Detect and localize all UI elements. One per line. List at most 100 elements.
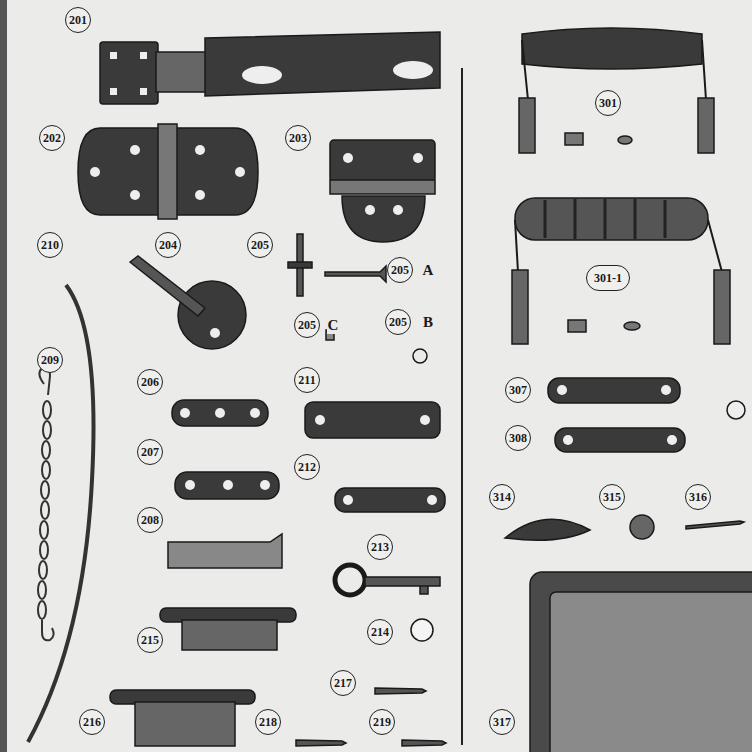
hole bbox=[215, 408, 225, 418]
callout-number: 316 bbox=[685, 484, 711, 510]
callout-number: 209 bbox=[37, 347, 63, 373]
spring-strip bbox=[28, 285, 94, 742]
hole bbox=[195, 145, 205, 155]
hole bbox=[110, 52, 117, 59]
hole bbox=[250, 408, 260, 418]
hole bbox=[365, 205, 375, 215]
knob bbox=[630, 515, 654, 539]
callout-number: 201 bbox=[65, 7, 91, 33]
callout-number: 205 bbox=[387, 257, 413, 283]
hole bbox=[260, 480, 270, 490]
hinge-leaf bbox=[78, 128, 160, 215]
hole bbox=[315, 415, 325, 425]
hole bbox=[140, 88, 147, 95]
hole bbox=[413, 153, 423, 163]
callout-number: 206 bbox=[137, 369, 163, 395]
hole bbox=[235, 167, 245, 177]
callout-number: 205 bbox=[294, 312, 320, 338]
callout-number: 210 bbox=[37, 232, 63, 258]
callout-number: 218 bbox=[255, 709, 281, 735]
nut bbox=[565, 133, 583, 145]
callout-number: 215 bbox=[137, 627, 163, 653]
ball bbox=[727, 401, 745, 419]
handle-post bbox=[519, 98, 535, 153]
handle-post bbox=[512, 270, 528, 344]
lock-body bbox=[135, 702, 235, 746]
dome bbox=[505, 519, 590, 540]
callout-number: 203 bbox=[285, 125, 311, 151]
name-plate bbox=[530, 572, 752, 752]
pin bbox=[325, 266, 386, 282]
hole bbox=[110, 88, 117, 95]
callout-number: 211 bbox=[294, 367, 320, 393]
hole bbox=[563, 435, 573, 445]
callout-number: 219 bbox=[369, 709, 395, 735]
screw-nut bbox=[288, 262, 312, 268]
key-bow bbox=[335, 565, 365, 595]
hole bbox=[90, 167, 100, 177]
strike-plate bbox=[175, 472, 279, 499]
callout-number: 314 bbox=[489, 484, 515, 510]
callout-number: 217 bbox=[330, 670, 356, 696]
slot bbox=[393, 61, 433, 79]
hinge-barrel bbox=[158, 124, 177, 219]
callout-number: 212 bbox=[294, 454, 320, 480]
grip-ribs bbox=[545, 199, 665, 239]
callout-number: 205 bbox=[247, 232, 273, 258]
key-shaft bbox=[130, 256, 205, 316]
hole bbox=[420, 415, 430, 425]
hole bbox=[140, 52, 147, 59]
hole bbox=[130, 145, 140, 155]
small-ring bbox=[413, 349, 427, 363]
lock-plate bbox=[178, 281, 246, 349]
hole bbox=[661, 385, 671, 395]
slot bbox=[242, 66, 282, 84]
washer bbox=[618, 136, 632, 144]
washer bbox=[624, 322, 640, 330]
chain bbox=[38, 367, 54, 640]
hasp-strap bbox=[205, 32, 440, 96]
hole bbox=[343, 495, 353, 505]
hinge-leaf bbox=[342, 196, 425, 242]
strike-plate bbox=[172, 400, 268, 426]
nail bbox=[375, 688, 426, 694]
nail bbox=[686, 521, 744, 529]
hole bbox=[185, 480, 195, 490]
handle-grip bbox=[522, 28, 702, 69]
callout-number: 315 bbox=[599, 484, 625, 510]
variant-letter: B bbox=[422, 314, 434, 331]
variant-letter: A bbox=[422, 262, 435, 279]
callout-number: 317 bbox=[489, 709, 515, 735]
bracket bbox=[168, 534, 282, 568]
handle-post bbox=[714, 270, 730, 344]
callout-number: 214 bbox=[367, 619, 393, 645]
hasp-plate bbox=[100, 42, 158, 104]
hinge-barrel bbox=[330, 180, 435, 194]
name-plate-face bbox=[550, 592, 752, 752]
key-shaft bbox=[365, 577, 440, 594]
strike-plate bbox=[548, 378, 680, 403]
nut bbox=[568, 320, 586, 332]
callout-number: 208 bbox=[137, 507, 163, 533]
hole bbox=[393, 205, 403, 215]
hole bbox=[195, 190, 205, 200]
hole bbox=[223, 480, 233, 490]
divider-line bbox=[461, 68, 463, 745]
hole bbox=[427, 495, 437, 505]
hole bbox=[130, 190, 140, 200]
nail bbox=[296, 740, 346, 746]
callout-number: 204 bbox=[155, 232, 181, 258]
strike-plate bbox=[555, 428, 685, 452]
hinge-leaf bbox=[175, 128, 258, 215]
washer bbox=[411, 619, 433, 641]
hinge-leaf bbox=[330, 140, 435, 182]
variant-letter: C bbox=[327, 317, 340, 334]
hole bbox=[557, 385, 567, 395]
callout-number: 301-1 bbox=[586, 265, 630, 291]
hasp-hinge bbox=[156, 52, 212, 92]
nail bbox=[402, 740, 446, 746]
hole bbox=[667, 435, 677, 445]
callout-number: 207 bbox=[137, 439, 163, 465]
callout-number: 308 bbox=[505, 425, 531, 451]
